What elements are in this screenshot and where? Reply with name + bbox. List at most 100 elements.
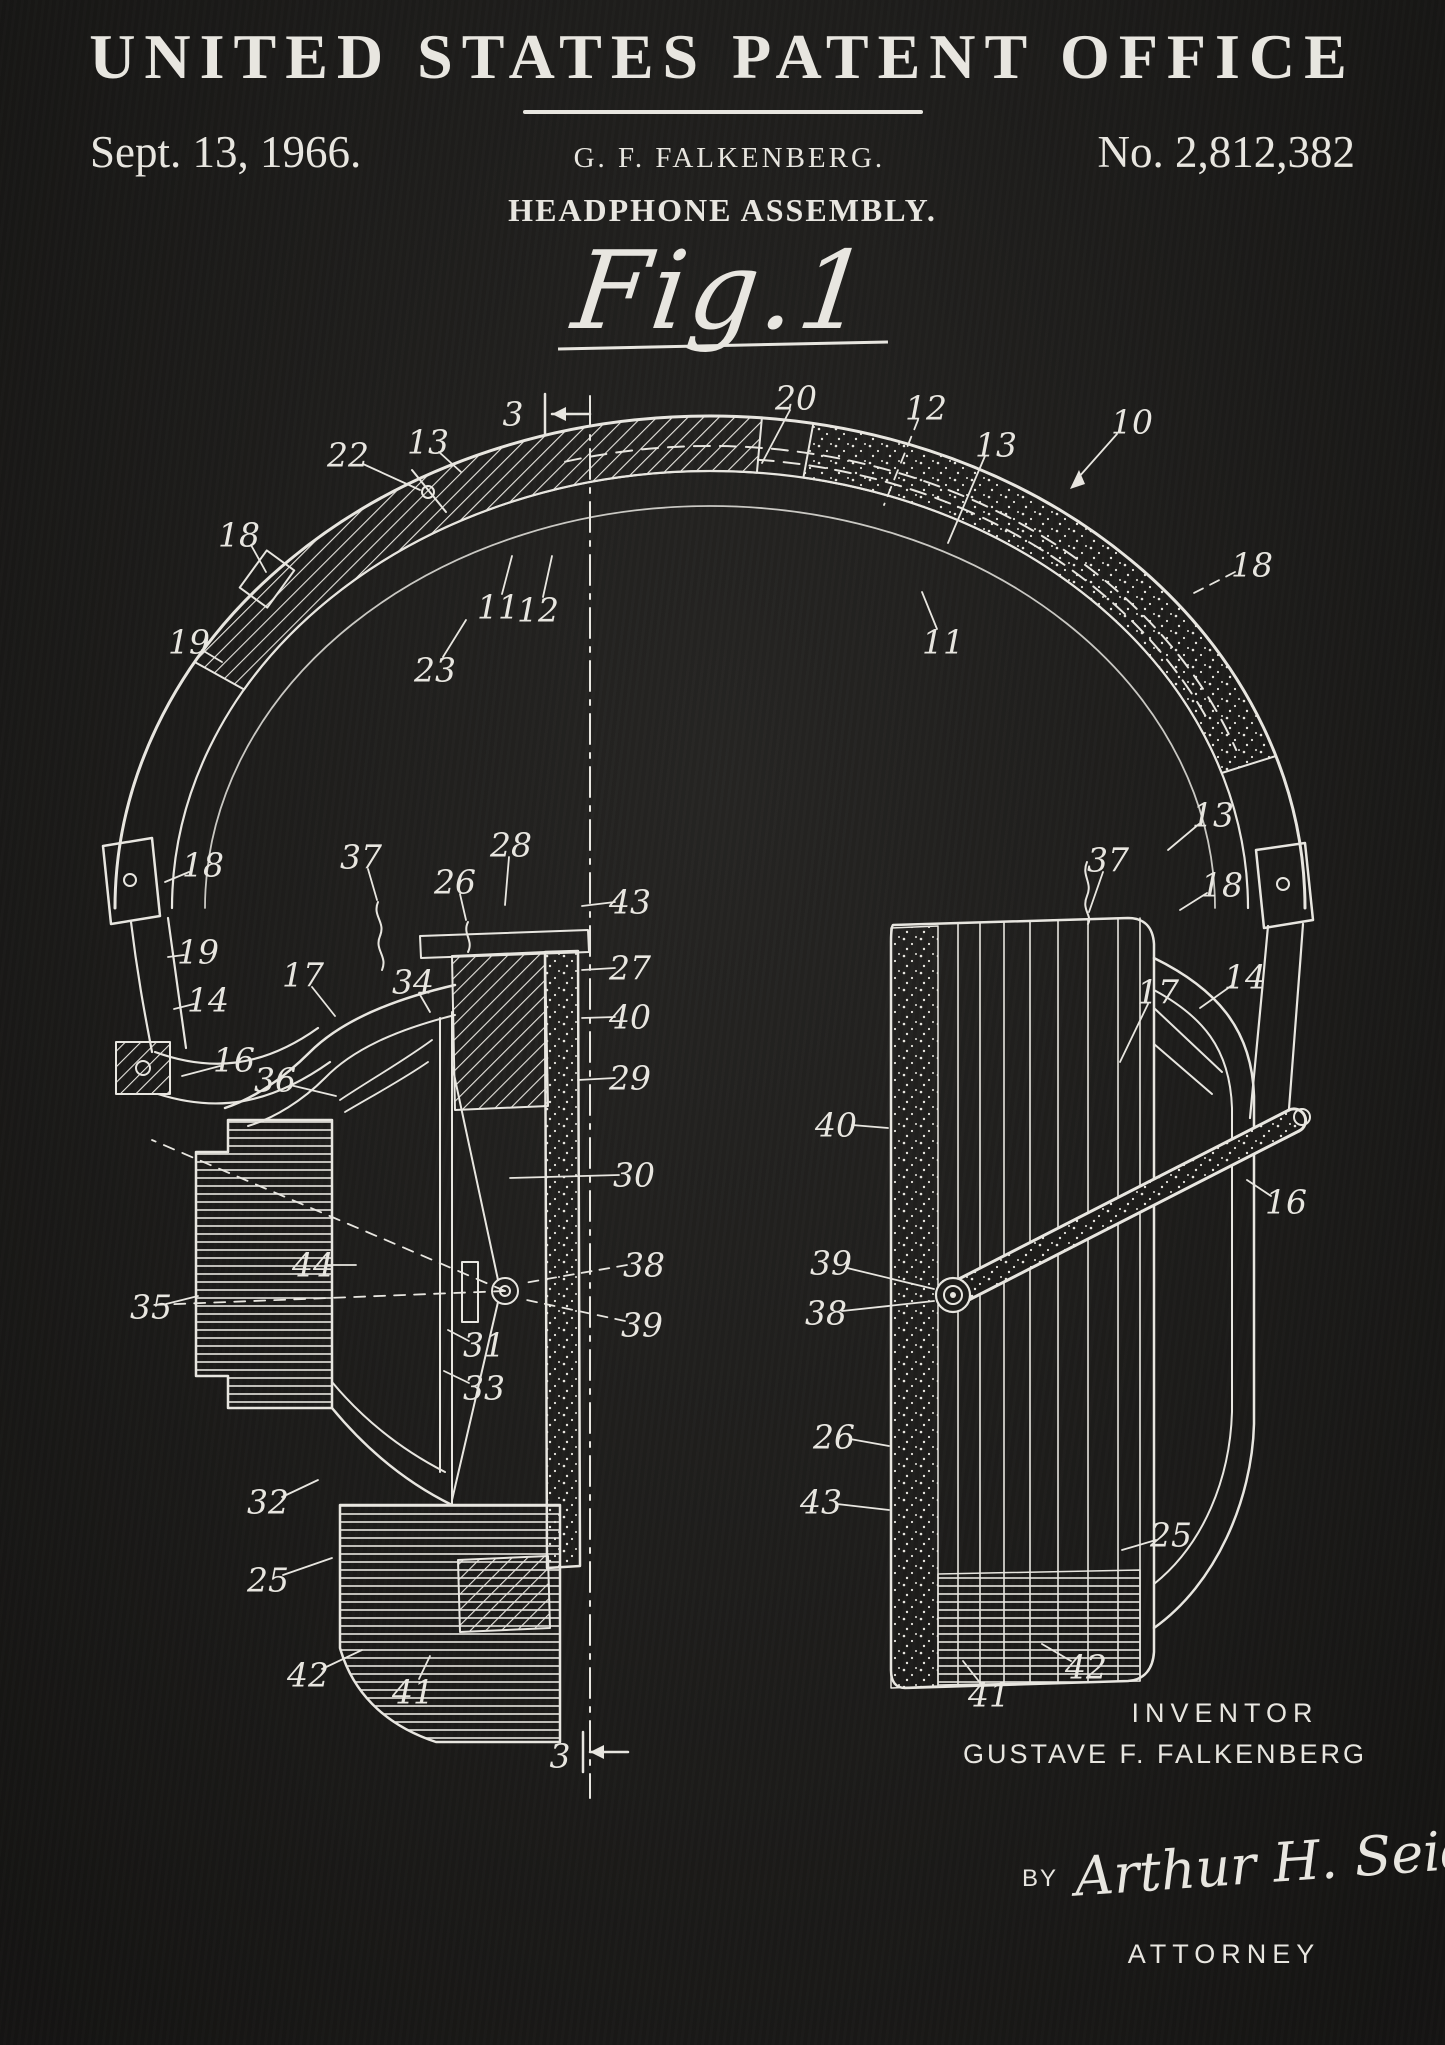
- leader-line-34: [418, 992, 431, 1013]
- centerline-section: [543, 392, 630, 1799]
- ref-label-41: 41: [967, 1676, 1010, 1715]
- leader-line-13: [438, 451, 462, 473]
- leader-line-39: [846, 1267, 935, 1290]
- headband-clamp-right: [1248, 841, 1315, 1124]
- leader-line-41: [418, 1655, 431, 1680]
- patent-meta-row: Sept. 13, 1966. G. F. FALKENBERG. No. 2,…: [0, 126, 1445, 178]
- figure-label: Fig.1: [566, 229, 879, 354]
- by-label: BY: [1022, 1865, 1059, 1892]
- leader-line-32: [281, 1479, 319, 1498]
- leader-line-13: [947, 455, 986, 544]
- ref-label-34: 34: [392, 963, 434, 1002]
- ref-label-37: 37: [1087, 841, 1129, 880]
- ref-label-26: 26: [812, 1418, 855, 1457]
- ref-label-13: 13: [407, 423, 449, 462]
- inventor-short-name: G. F. FALKENBERG.: [573, 142, 886, 174]
- leader-line-38: [523, 1264, 628, 1284]
- inventor-caption: INVENTOR: [1131, 1698, 1319, 1728]
- leader-line-16: [1246, 1179, 1272, 1197]
- patent-title: HEADPHONE ASSEMBLY.: [508, 192, 937, 228]
- title-divider: [522, 110, 923, 114]
- leader-line-17: [311, 986, 336, 1017]
- ref-label-18: 18: [218, 516, 260, 555]
- leader-line-18: [1191, 571, 1236, 595]
- patent-number: No. 2,812,382: [1097, 127, 1356, 177]
- leader-line-25: [282, 1557, 333, 1576]
- ref-label-23: 23: [413, 651, 456, 690]
- ref-label-16: 16: [1265, 1183, 1307, 1222]
- ref-label-25: 25: [246, 1561, 289, 1600]
- leader-line-14: [1199, 985, 1232, 1009]
- leader-line-12: [542, 555, 553, 598]
- ref-label-39: 39: [810, 1244, 852, 1283]
- leader-line-41: [962, 1660, 982, 1685]
- ref-label-3: 3: [550, 1737, 571, 1776]
- ref-label-17: 17: [282, 956, 324, 995]
- by-row: BY Arthur H. Seidel: [930, 1814, 1445, 1908]
- attorney-caption: ATTORNEY: [1127, 1939, 1321, 1969]
- ref-label-11: 11: [922, 623, 964, 662]
- leader-line-30: [509, 1174, 620, 1179]
- leader-line-10: [1077, 433, 1118, 479]
- leader-line-38: [841, 1300, 935, 1312]
- ref-label-27: 27: [608, 949, 651, 988]
- signature-block: INVENTOR GUSTAVE F. FALKENBERG BY Arthur…: [930, 1698, 1445, 1970]
- leader-line-26: [849, 1438, 890, 1447]
- leader-line-43: [836, 1503, 890, 1511]
- leader-line-39: [521, 1298, 626, 1322]
- leader-line-20: [761, 409, 791, 464]
- right-earcup: [889, 861, 1311, 1690]
- ref-label-3: 3: [503, 395, 524, 434]
- ref-label-17: 17: [1137, 973, 1179, 1012]
- ref-label-36: 36: [254, 1061, 296, 1100]
- ref-label-19: 19: [177, 933, 219, 972]
- left-earcup-section: [151, 901, 590, 1744]
- ref-label-14: 14: [187, 981, 229, 1020]
- ref-label-25: 25: [1149, 1516, 1192, 1555]
- inventor-name: GUSTAVE F. FALKENBERG: [962, 1739, 1368, 1769]
- ref-label-43: 43: [799, 1483, 842, 1522]
- headband: [113, 414, 1307, 910]
- ref-label-18: 18: [1201, 866, 1243, 905]
- patent-date: Sept. 13, 1966.: [90, 127, 362, 177]
- ref-label-16: 16: [213, 1041, 255, 1080]
- leader-line-37: [367, 868, 378, 901]
- ref-label-37: 37: [340, 838, 382, 877]
- leader-line-11: [501, 555, 513, 595]
- leader-line-13: [1167, 823, 1200, 851]
- ref-label-30: 30: [613, 1156, 655, 1195]
- ref-label-11: 11: [477, 588, 519, 627]
- poster-header: UNITED STATES PATENT OFFICE Sept. 13, 19…: [0, 0, 1445, 354]
- leader-line-16: [181, 1065, 221, 1077]
- leader-line-40: [851, 1124, 889, 1129]
- ref-label-40: 40: [608, 998, 651, 1037]
- ref-label-38: 38: [805, 1294, 847, 1333]
- ref-label-19: 19: [168, 623, 210, 662]
- ref-label-26: 26: [433, 863, 476, 902]
- ref-label-40: 40: [814, 1106, 857, 1145]
- headband-clamp-left: [101, 836, 332, 1105]
- leader-line-28: [504, 856, 510, 906]
- leader-line-12: [883, 419, 919, 506]
- ref-label-29: 29: [608, 1059, 651, 1098]
- leader-line-35: [165, 1295, 199, 1305]
- leader-line-29: [577, 1077, 616, 1081]
- ref-label-32: 32: [247, 1483, 289, 1522]
- ref-label-14: 14: [1224, 958, 1266, 997]
- leader-line-18: [250, 544, 267, 573]
- ref-label-35: 35: [130, 1288, 172, 1327]
- ref-label-31: 31: [463, 1326, 505, 1365]
- leader-line-17: [1119, 1003, 1149, 1063]
- ref-label-38: 38: [623, 1246, 665, 1285]
- leader-line-42: [321, 1649, 363, 1670]
- leader-line-22: [362, 463, 421, 491]
- ref-label-22: 22: [326, 436, 369, 475]
- leader-line-42: [1041, 1643, 1072, 1662]
- leader-line-19: [201, 649, 223, 663]
- ref-label-42: 42: [286, 1656, 329, 1695]
- leader-line-18: [164, 871, 190, 883]
- leader-line-37: [1088, 871, 1104, 913]
- leader-line-40: [581, 1016, 616, 1019]
